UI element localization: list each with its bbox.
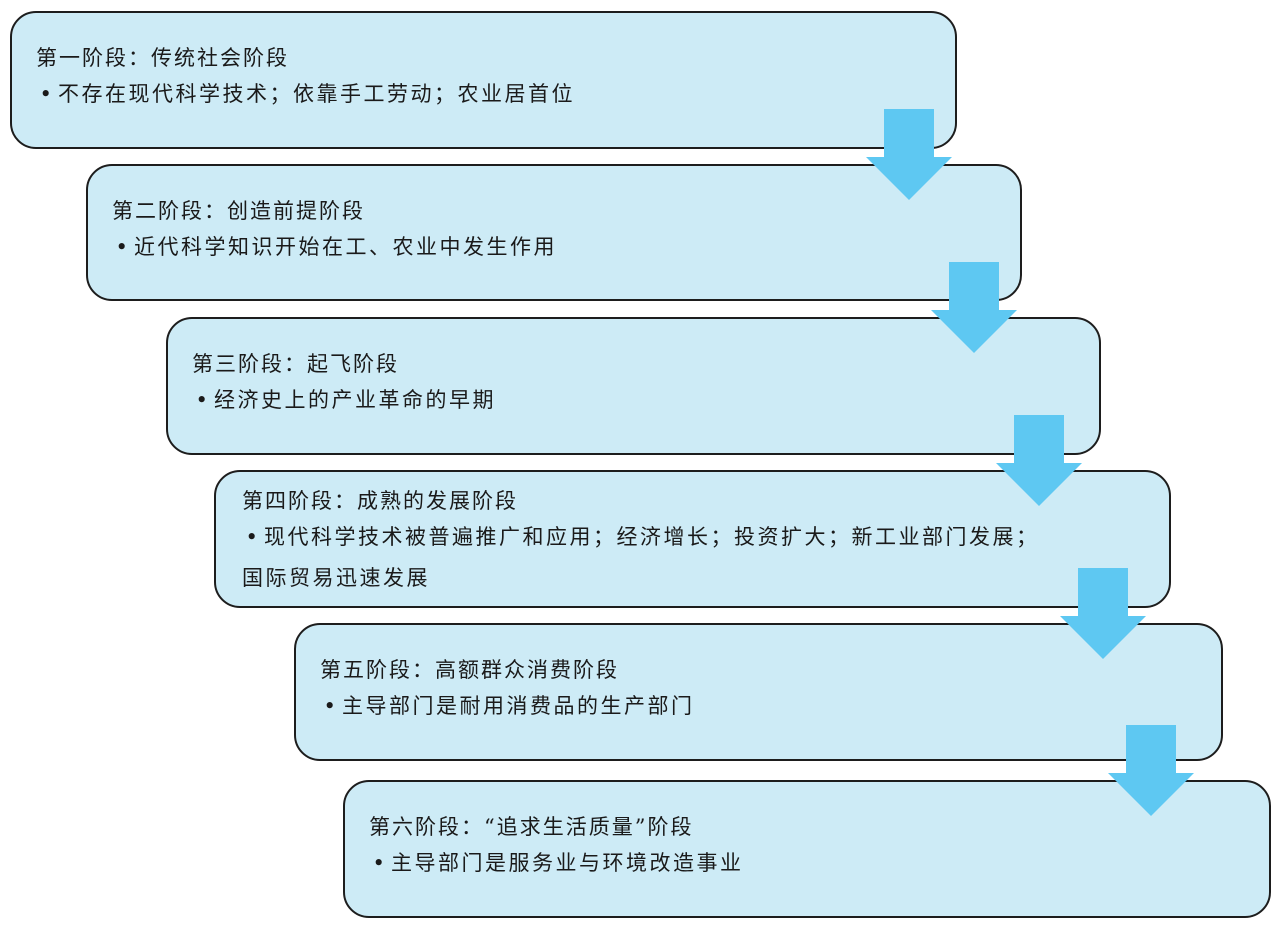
- down-arrow-icon: [994, 415, 1084, 507]
- bullet-icon: •: [323, 694, 339, 718]
- stage-box-4: 第四阶段：成熟的发展阶段 •现代科学技术被普遍推广和应用；经济增长；投资扩大；新…: [214, 470, 1171, 608]
- stage-box-2: 第二阶段：创造前提阶段 •近代科学知识开始在工、农业中发生作用: [86, 164, 1022, 301]
- stage-detail-text-4a: 现代科学技术被普遍推广和应用；经济增长；投资扩大；新工业部门发展；: [264, 525, 1040, 549]
- down-arrow-icon: [929, 262, 1019, 354]
- down-arrow-icon: [1106, 725, 1196, 817]
- stage-detail-4b: 国际贸易迅速发展: [242, 566, 430, 590]
- stage-box-1: 第一阶段：传统社会阶段 •不存在现代科学技术；依靠手工劳动；农业居首位: [10, 11, 957, 149]
- bullet-icon: •: [115, 235, 131, 259]
- stage-title-5: 第五阶段：高额群众消费阶段: [320, 658, 619, 682]
- stage-detail-2: •近代科学知识开始在工、农业中发生作用: [112, 226, 998, 268]
- stage-detail-5: •主导部门是耐用消费品的生产部门: [320, 685, 1199, 727]
- stage-box-5: 第五阶段：高额群众消费阶段 •主导部门是耐用消费品的生产部门: [294, 623, 1223, 761]
- bullet-icon: •: [372, 851, 388, 875]
- stage-detail-text-3: 经济史上的产业革命的早期: [214, 388, 496, 412]
- stage-detail-1: •不存在现代科学技术；依靠手工劳动；农业居首位: [36, 73, 933, 115]
- stage-title-6: 第六阶段：“追求生活质量”阶段: [369, 815, 694, 839]
- down-arrow-icon: [864, 109, 954, 201]
- stage-detail-4a: •现代科学技术被普遍推广和应用；经济增长；投资扩大；新工业部门发展；: [242, 516, 1147, 558]
- down-arrow-icon: [1058, 568, 1148, 660]
- stage-detail-text-1: 不存在现代科学技术；依靠手工劳动；农业居首位: [58, 82, 575, 106]
- stage-detail-3: •经济史上的产业革命的早期: [192, 379, 1077, 421]
- stage-title-1: 第一阶段：传统社会阶段: [36, 46, 289, 70]
- stage-detail-text-2: 近代科学知识开始在工、农业中发生作用: [134, 235, 557, 259]
- bullet-icon: •: [39, 82, 55, 106]
- stage-title-3: 第三阶段：起飞阶段: [192, 352, 399, 376]
- stage-detail-6: •主导部门是服务业与环境改造事业: [369, 842, 1247, 884]
- stage-box-6: 第六阶段：“追求生活质量”阶段 •主导部门是服务业与环境改造事业: [343, 780, 1271, 918]
- stage-detail-text-6: 主导部门是服务业与环境改造事业: [391, 851, 744, 875]
- stage-title-4: 第四阶段：成熟的发展阶段: [242, 489, 518, 513]
- stage-box-3: 第三阶段：起飞阶段 •经济史上的产业革命的早期: [166, 317, 1101, 455]
- bullet-icon: •: [245, 525, 261, 549]
- bullet-icon: •: [195, 388, 211, 412]
- stage-detail-text-5: 主导部门是耐用消费品的生产部门: [342, 694, 695, 718]
- stage-title-2: 第二阶段：创造前提阶段: [112, 199, 365, 223]
